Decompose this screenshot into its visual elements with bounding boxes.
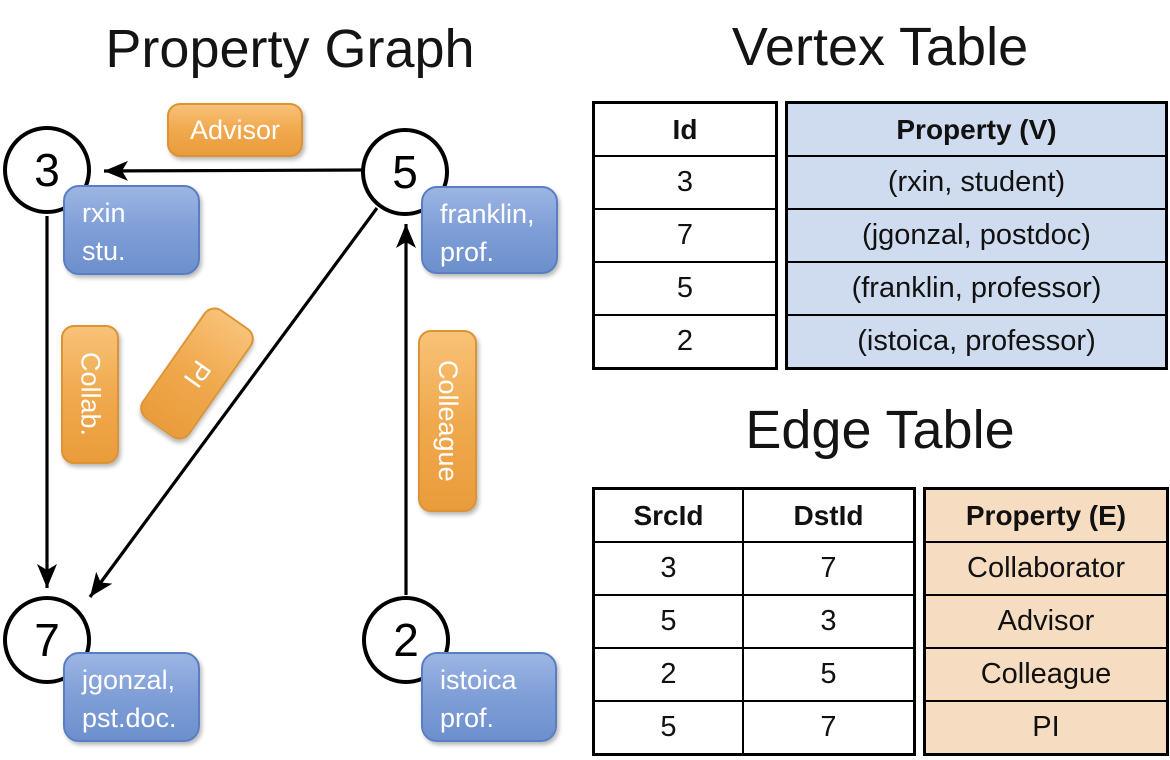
- vertex-table-property-cell: (rxin, student): [788, 155, 1165, 208]
- vertex-label-3-line2: stu.: [82, 236, 126, 266]
- vertex-table-id-header: Id: [672, 114, 698, 145]
- edge-table-src-cell: 2: [595, 647, 742, 700]
- edge-pi-arrow: [88, 207, 379, 598]
- vertex-table-property-cell: (istoica, professor): [788, 314, 1165, 367]
- edge-table-property-cell: PI: [926, 700, 1166, 753]
- vertex-table-title: Vertex Table: [731, 17, 1029, 77]
- vertex-table-property-cell: (franklin, professor): [788, 261, 1165, 314]
- vertex-label-7: jgonzal, pst.doc.: [63, 652, 200, 742]
- vertex-table: Id 3 7 5 2 Property (V) (rxin, student) …: [592, 101, 1168, 370]
- edge-table: SrcId 3 5 2 5 DstId 7 3 5 7 Property (E)…: [592, 487, 1169, 756]
- edge-table-src-cell: 3: [595, 541, 742, 594]
- vertex-label-7-line1: jgonzal,: [82, 665, 176, 695]
- vertex-label-2: istoica prof.: [421, 652, 557, 742]
- node-2: 2: [362, 596, 450, 684]
- vertex-label-3-line1: rxin: [82, 198, 126, 228]
- vertex-table-property-column: Property (V) (rxin, student) (jgonzal, p…: [785, 101, 1168, 370]
- edge-label-advisor: Advisor: [167, 103, 303, 157]
- vertex-table-id-cell: 2: [595, 314, 775, 367]
- edge-table-property-column: Property (E) Collaborator Advisor Collea…: [923, 487, 1169, 756]
- node-2-id: 2: [393, 614, 419, 666]
- vertex-table-id-column: Id 3 7 5 2: [592, 101, 778, 370]
- vertex-table-id-cell: 3: [595, 155, 775, 208]
- vertex-label-2-line1: istoica: [440, 665, 517, 695]
- node-5-id: 5: [392, 146, 418, 198]
- edge-table-ids-columns: SrcId 3 5 2 5 DstId 7 3 5 7: [592, 487, 916, 756]
- edge-table-src-cell: 5: [595, 700, 742, 753]
- node-5: 5: [361, 128, 449, 216]
- graph-edges-svg: [37, 160, 416, 598]
- edge-table-dst-cell: 7: [744, 700, 913, 753]
- edge-table-title: Edge Table: [745, 400, 1015, 460]
- graph-title: Property Graph: [105, 19, 475, 79]
- vertex-label-3: rxin stu.: [63, 185, 200, 275]
- edge-table-src-cell: 5: [595, 594, 742, 647]
- vertex-label-5: franklin, prof.: [421, 186, 558, 274]
- vertex-label-5-line1: franklin,: [440, 199, 535, 229]
- vertex-table-id-cell: 5: [595, 261, 775, 314]
- edge-table-property-cell: Colleague: [926, 647, 1166, 700]
- edge-table-dst-cell: 3: [744, 594, 913, 647]
- edge-table-property-cell: Collaborator: [926, 541, 1166, 594]
- edge-table-src-column: SrcId 3 5 2 5: [595, 490, 742, 753]
- vertex-table-property-cell: (jgonzal, postdoc): [788, 208, 1165, 261]
- edge-label-collab: Collab.: [61, 325, 119, 464]
- vertex-label-7-line2: pst.doc.: [82, 703, 177, 733]
- node-3-id: 3: [34, 144, 60, 196]
- edge-label-colleague: Colleague: [418, 330, 477, 512]
- vertex-label-5-line2: prof.: [440, 237, 495, 267]
- node-7-id: 7: [34, 614, 60, 666]
- edge-table-dst-cell: 7: [744, 541, 913, 594]
- edge-table-dst-header: DstId: [793, 500, 864, 531]
- edge-table-property-cell: Advisor: [926, 594, 1166, 647]
- edge-table-property-header: Property (E): [926, 490, 1166, 541]
- edge-table-src-header: SrcId: [633, 500, 704, 531]
- edge-advisor-arrow: [103, 160, 363, 181]
- vertex-label-2-line2: prof.: [440, 703, 495, 733]
- vertex-table-property-header: Property (V): [788, 104, 1165, 155]
- edge-table-dst-column: DstId 7 3 5 7: [742, 490, 913, 753]
- vertex-table-id-cell: 7: [595, 208, 775, 261]
- edge-table-dst-cell: 5: [744, 647, 913, 700]
